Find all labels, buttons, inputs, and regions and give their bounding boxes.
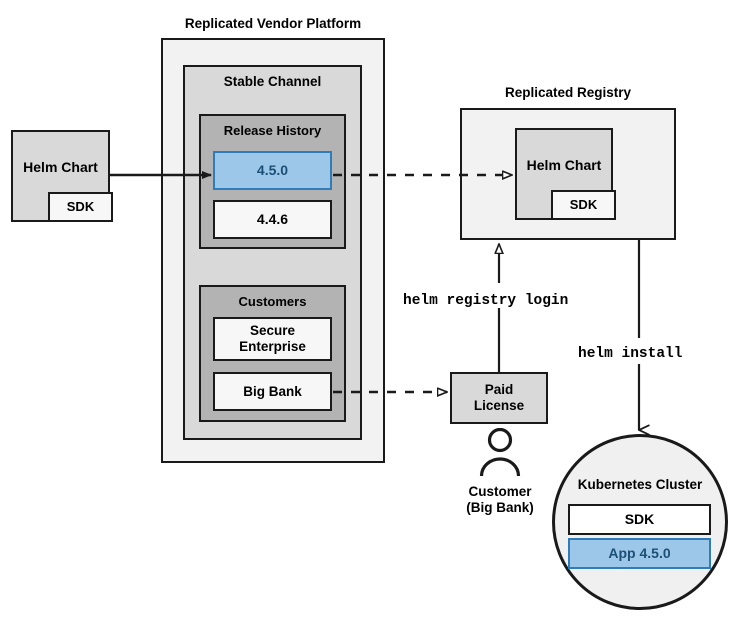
registry-sdk-box: SDK [551,190,616,220]
stable-channel-label: Stable Channel [223,74,322,89]
helm-install-command: helm install [578,346,683,362]
source-sdk-box: SDK [48,192,113,222]
customer-label: Big Bank [243,383,302,399]
paid-license-label: Paid License [473,382,525,413]
source-helm-chart-label: Helm Chart [23,158,98,175]
release-version-label: 4.5.0 [256,162,289,179]
paid-license-box: Paid License [450,372,548,424]
registry-helm-chart-label: Helm Chart [526,156,602,173]
kubernetes-cluster-label: Kubernetes Cluster [577,477,703,492]
release-history-label: Release History [223,123,322,138]
customer-person-label: Customer (Big Bank) [466,484,534,515]
customer-person-icon [479,428,521,477]
customer-big-bank[interactable]: Big Bank [213,372,332,411]
customer-label: Secure Enterprise [239,323,306,354]
helm-registry-login-command: helm registry login [403,293,569,309]
source-sdk-label: SDK [66,199,95,215]
registry-sdk-label: SDK [569,197,598,213]
release-version-4-5-0[interactable]: 4.5.0 [213,151,332,190]
cluster-item-label: App 4.5.0 [608,545,671,562]
cluster-item-app: App 4.5.0 [568,538,711,569]
customers-label: Customers [238,294,307,309]
registry-title: Replicated Registry [504,85,632,100]
cluster-item-sdk: SDK [568,504,711,535]
release-version-4-4-6[interactable]: 4.4.6 [213,200,332,239]
customer-secure-enterprise[interactable]: Secure Enterprise [213,317,332,361]
vendor-platform-title: Replicated Vendor Platform [184,16,362,31]
cluster-item-label: SDK [624,511,655,528]
release-version-label: 4.4.6 [256,211,289,228]
